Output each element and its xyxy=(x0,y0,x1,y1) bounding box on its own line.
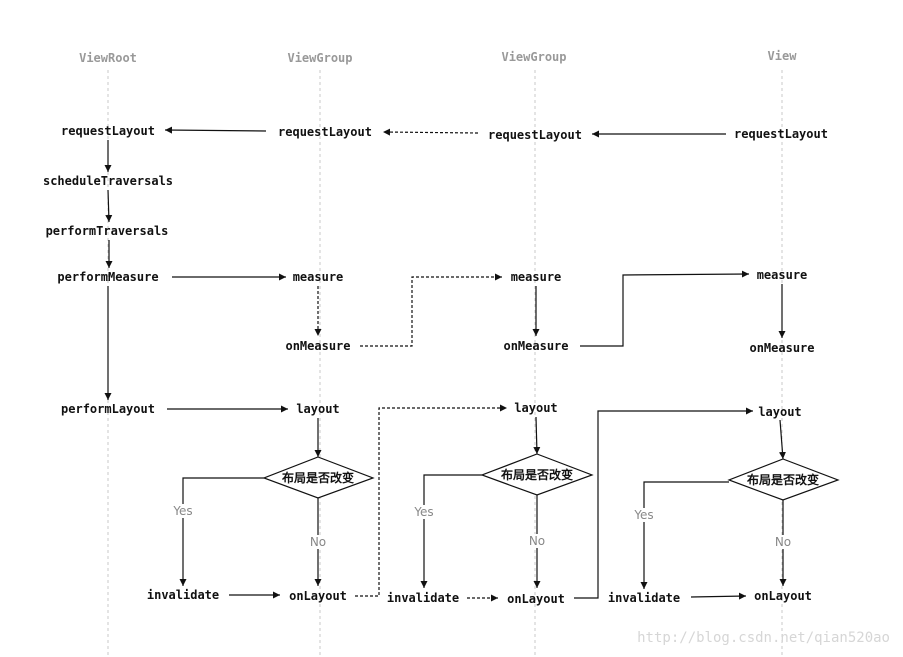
node-viewgroup1-invalidate: invalidate xyxy=(147,588,219,602)
node-performlayout: performLayout xyxy=(61,402,155,416)
arrow-viewgroup2-requestlayout xyxy=(382,128,479,136)
no-label-bg-3 xyxy=(771,535,795,549)
lane-title-viewroot: ViewRoot xyxy=(79,51,137,65)
node-viewgroup2-invalidate: invalidate xyxy=(387,591,459,605)
decision-label-3: 布局是否改变 xyxy=(747,472,819,487)
arrow-decision3-yes xyxy=(640,481,729,589)
no-label-bg-2 xyxy=(525,534,549,548)
node-viewgroup2-measure: measure xyxy=(511,270,562,284)
arrow-decision2-yes xyxy=(420,474,482,588)
decision-label-1: 布局是否改变 xyxy=(282,470,354,485)
node-viewgroup2-layout: layout xyxy=(514,401,557,415)
node-viewgroup1-layout: layout xyxy=(296,402,339,416)
node-view-onmeasure: onMeasure xyxy=(749,341,814,355)
no-label-bg-1 xyxy=(306,535,330,549)
yes-label-bg-2 xyxy=(411,505,437,519)
node-view-requestlayout: requestLayout xyxy=(734,127,828,141)
arrow-layout-to-decision-2 xyxy=(533,416,541,455)
branch-yes-2: Yes xyxy=(413,505,433,519)
node-viewgroup1-onlayout: onLayout xyxy=(289,589,347,603)
node-viewroot-requestlayout: requestLayout xyxy=(61,124,155,138)
node-performtraversals: performTraversals xyxy=(46,224,169,238)
yes-label-bg-3 xyxy=(631,508,657,522)
node-scheduletraversals: scheduleTraversals xyxy=(43,174,173,188)
decision-label-2: 布局是否改变 xyxy=(501,467,573,482)
arrow-decision1-yes xyxy=(179,477,264,586)
watermark-url: http://blog.csdn.net/qian520ao xyxy=(637,630,890,646)
lane-title-view: View xyxy=(768,49,798,63)
decision-diamond-3 xyxy=(727,458,840,501)
arrow-invalidate3-to-onlayout3 xyxy=(690,592,747,600)
node-viewgroup2-onlayout: onLayout xyxy=(507,592,565,606)
node-performmeasure: performMeasure xyxy=(57,270,158,284)
arrow-onmeasure2-to-measure3 xyxy=(580,270,750,347)
node-viewgroup1-measure: measure xyxy=(293,270,344,284)
node-viewgroup1-requestlayout: requestLayout xyxy=(278,125,372,139)
node-viewgroup1-onmeasure: onMeasure xyxy=(285,339,350,353)
branch-yes-1: Yes xyxy=(172,504,192,518)
arrow-onmeasure1-to-measure2 xyxy=(360,273,502,347)
node-view-invalidate: invalidate xyxy=(608,591,680,605)
node-view-measure: measure xyxy=(757,268,808,282)
branch-no-1: No xyxy=(310,535,326,549)
lane-title-viewgroup-1: ViewGroup xyxy=(287,51,352,65)
node-view-layout: layout xyxy=(758,405,801,419)
node-viewgroup2-requestlayout: requestLayout xyxy=(488,128,582,142)
node-viewgroup2-onmeasure: onMeasure xyxy=(503,339,568,353)
arrow-to-performtraversals xyxy=(105,189,113,223)
yes-label-bg-1 xyxy=(170,504,196,518)
node-view-onlayout: onLayout xyxy=(754,589,812,603)
branch-no-3: No xyxy=(775,535,791,549)
decision-diamond-1 xyxy=(262,456,375,499)
arrow-viewgroup1-requestlayout xyxy=(164,126,267,134)
lane-title-viewgroup-2: ViewGroup xyxy=(501,50,566,64)
arrow-layout-to-decision-3 xyxy=(778,419,786,460)
arrow-onlayout2-to-layout3 xyxy=(574,407,753,599)
branch-no-2: No xyxy=(529,534,545,548)
decision-diamond-2 xyxy=(480,453,594,496)
arrow-onlayout1-to-layout2 xyxy=(355,404,507,597)
branch-yes-3: Yes xyxy=(633,508,653,522)
